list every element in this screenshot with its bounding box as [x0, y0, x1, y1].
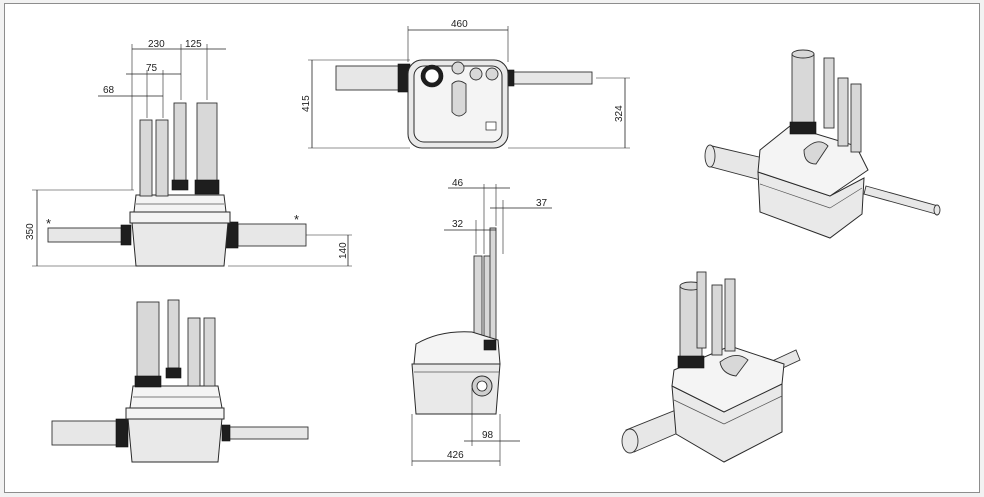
iso2-pipe-2 — [696, 271, 707, 349]
iso2-gasket — [677, 355, 705, 369]
iso2-handle — [719, 355, 749, 377]
dim-230: 230 — [148, 39, 165, 50]
dim-350: 350 — [25, 223, 36, 240]
front-view-dimensioned: 230 125 75 68 350 140 * * — [25, 39, 352, 267]
top-right-pipe — [511, 71, 593, 85]
side-lid — [413, 331, 501, 365]
right-inlet-pipe — [237, 223, 307, 247]
front-view-plain — [51, 299, 309, 463]
dim-324: 324 — [614, 105, 625, 122]
dim-426: 426 — [447, 450, 464, 461]
pump-rim — [129, 211, 231, 224]
discharge-valve — [171, 179, 189, 191]
right-pipe-b — [225, 426, 309, 440]
vent-pipe-b1 — [187, 317, 201, 387]
side-view: 46 37 32 98 426 — [411, 178, 552, 466]
dim-32: 32 — [452, 219, 464, 230]
top-vent-port-1 — [469, 67, 483, 81]
pump-lid — [133, 194, 227, 213]
large-gasket-b — [134, 375, 162, 388]
top-view: 460 415 324 — [301, 19, 630, 149]
dim-125: 125 — [185, 39, 202, 50]
dim-68: 68 — [103, 85, 115, 96]
vent-pipe-2 — [155, 119, 169, 197]
right-gasket-b — [221, 424, 231, 442]
top-handle — [451, 80, 467, 117]
dim-75: 75 — [146, 63, 158, 74]
iso1-pipe-4 — [850, 83, 862, 153]
dim-98: 98 — [482, 430, 494, 441]
left-inlet-gasket — [120, 224, 132, 246]
iso1-handle — [803, 141, 829, 165]
pump-body-b — [127, 417, 223, 463]
iso1-large-pipe — [791, 53, 815, 129]
top-vent-port-2 — [485, 67, 499, 81]
top-left-pipe — [335, 65, 409, 91]
dim-37: 37 — [536, 198, 548, 209]
large-inlet-pipe — [196, 102, 218, 184]
dim-460: 460 — [451, 19, 468, 30]
iso1-gasket — [789, 121, 817, 135]
discharge-pipe-b — [167, 299, 180, 369]
large-inlet-gasket — [194, 179, 220, 195]
iso1-pipe-3 — [837, 77, 849, 147]
discharge-pipe — [173, 102, 187, 184]
pump-body — [131, 221, 229, 267]
iso1-right-pipe — [863, 185, 939, 215]
side-pipe-3 — [489, 227, 497, 345]
top-discharge-port — [451, 61, 465, 75]
dim-415: 415 — [301, 95, 312, 112]
left-gasket-b — [115, 418, 129, 448]
large-pipe-b — [136, 301, 160, 379]
vent-pipe-1 — [139, 119, 153, 197]
pump-rim-b — [125, 407, 225, 420]
discharge-valve-b — [165, 367, 182, 379]
dim-46: 46 — [452, 178, 464, 189]
dim-140: 140 — [338, 242, 349, 259]
side-valve — [483, 339, 497, 351]
isometric-view-1 — [704, 49, 941, 239]
vent-pipe-b2 — [203, 317, 216, 387]
iso1-pipe-2 — [823, 57, 835, 129]
left-inlet-pipe — [47, 227, 131, 243]
note-asterisk-right: * — [294, 212, 299, 227]
isometric-view-2 — [621, 271, 801, 463]
note-asterisk-left: * — [46, 216, 51, 231]
left-pipe-b — [51, 420, 125, 446]
iso2-pipe-3 — [711, 284, 723, 356]
iso2-pipe-4 — [724, 278, 736, 352]
